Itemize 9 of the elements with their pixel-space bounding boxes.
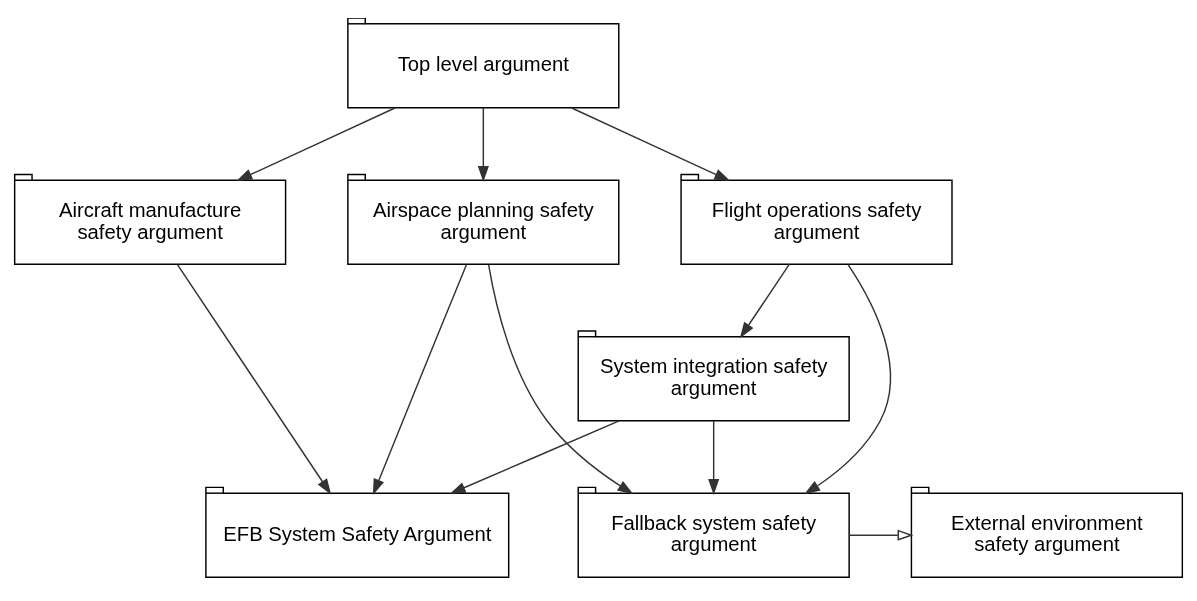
arrow	[372, 263, 468, 495]
arrow	[739, 263, 790, 339]
arrow	[487, 263, 634, 495]
arrow	[848, 529, 914, 541]
arrow	[477, 107, 489, 183]
arrow	[804, 263, 892, 495]
arrow	[449, 420, 620, 494]
arrow	[176, 264, 332, 495]
arrow	[708, 420, 720, 495]
